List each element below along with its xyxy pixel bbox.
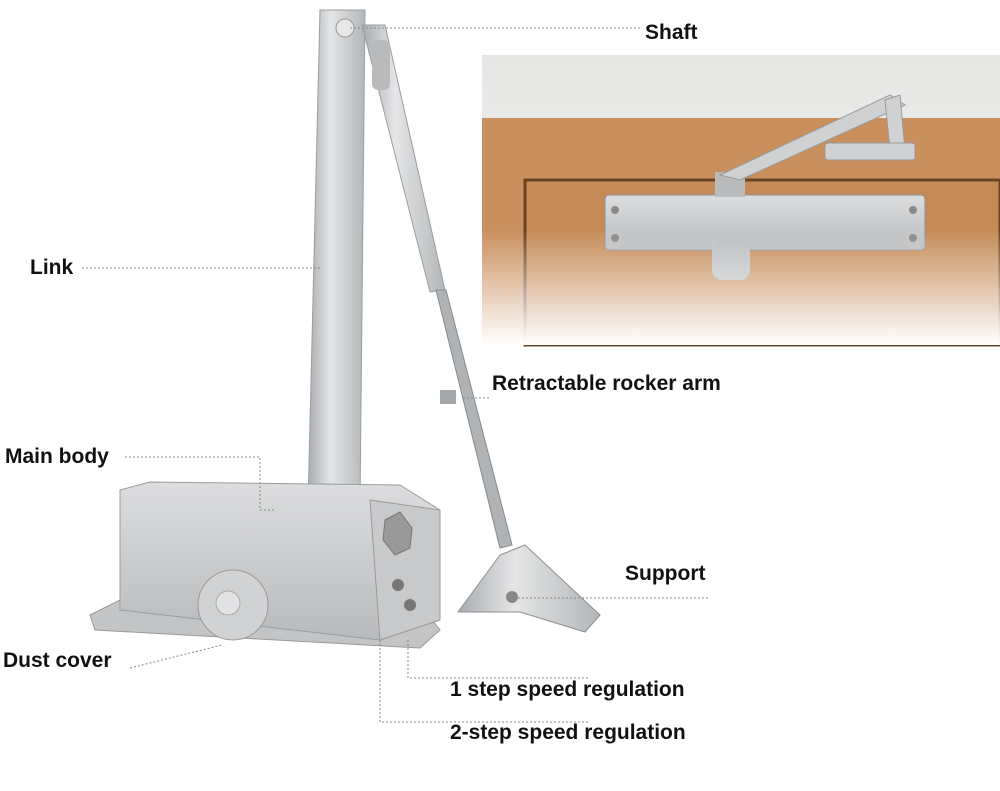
label-dust-cover: Dust cover — [3, 649, 112, 672]
label-1-step-speed-regulation: 1 step speed regulation — [450, 678, 685, 701]
label-shaft: Shaft — [645, 21, 698, 44]
support-bracket — [457, 544, 601, 633]
threaded-rod — [435, 289, 513, 549]
link-arm — [307, 9, 366, 506]
installed-closer-photo — [482, 55, 1000, 347]
label-retractable-rocker-arm: Retractable rocker arm — [492, 372, 721, 395]
leader-lines — [82, 27, 710, 723]
label-support: Support — [625, 562, 706, 585]
label-2-step-speed-regulation: 2-step speed regulation — [450, 721, 686, 744]
label-link: Link — [30, 256, 74, 279]
label-main-body: Main body — [5, 445, 109, 468]
